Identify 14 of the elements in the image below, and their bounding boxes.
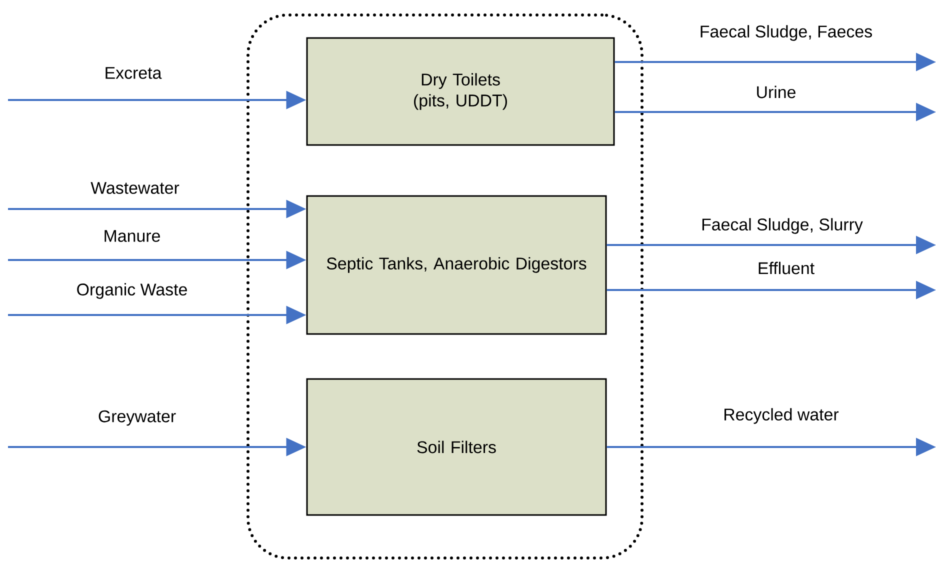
process-box: Dry Toilets (pits, UDDT)	[306, 37, 615, 146]
edge-label: Faecal Sludge, Slurry	[702, 218, 863, 234]
edge-label: Greywater	[98, 410, 176, 426]
edge-label: Wastewater	[90, 182, 180, 194]
process-box: Soil Filters	[306, 378, 607, 516]
edge-label: Effluent	[758, 262, 814, 274]
edge-label: Organic Waste	[77, 283, 187, 299]
edge-label: Recycled water	[724, 408, 839, 424]
edge-label: Urine	[757, 86, 796, 98]
dotted-boundary	[246, 14, 644, 560]
edge-label: Manure	[104, 230, 160, 242]
edge-label: Faecal Sludge, Faeces	[700, 25, 872, 41]
process-box: Septic Tanks, Anaerobic Digestors	[306, 195, 607, 335]
edge-label: Excreta	[106, 67, 162, 79]
